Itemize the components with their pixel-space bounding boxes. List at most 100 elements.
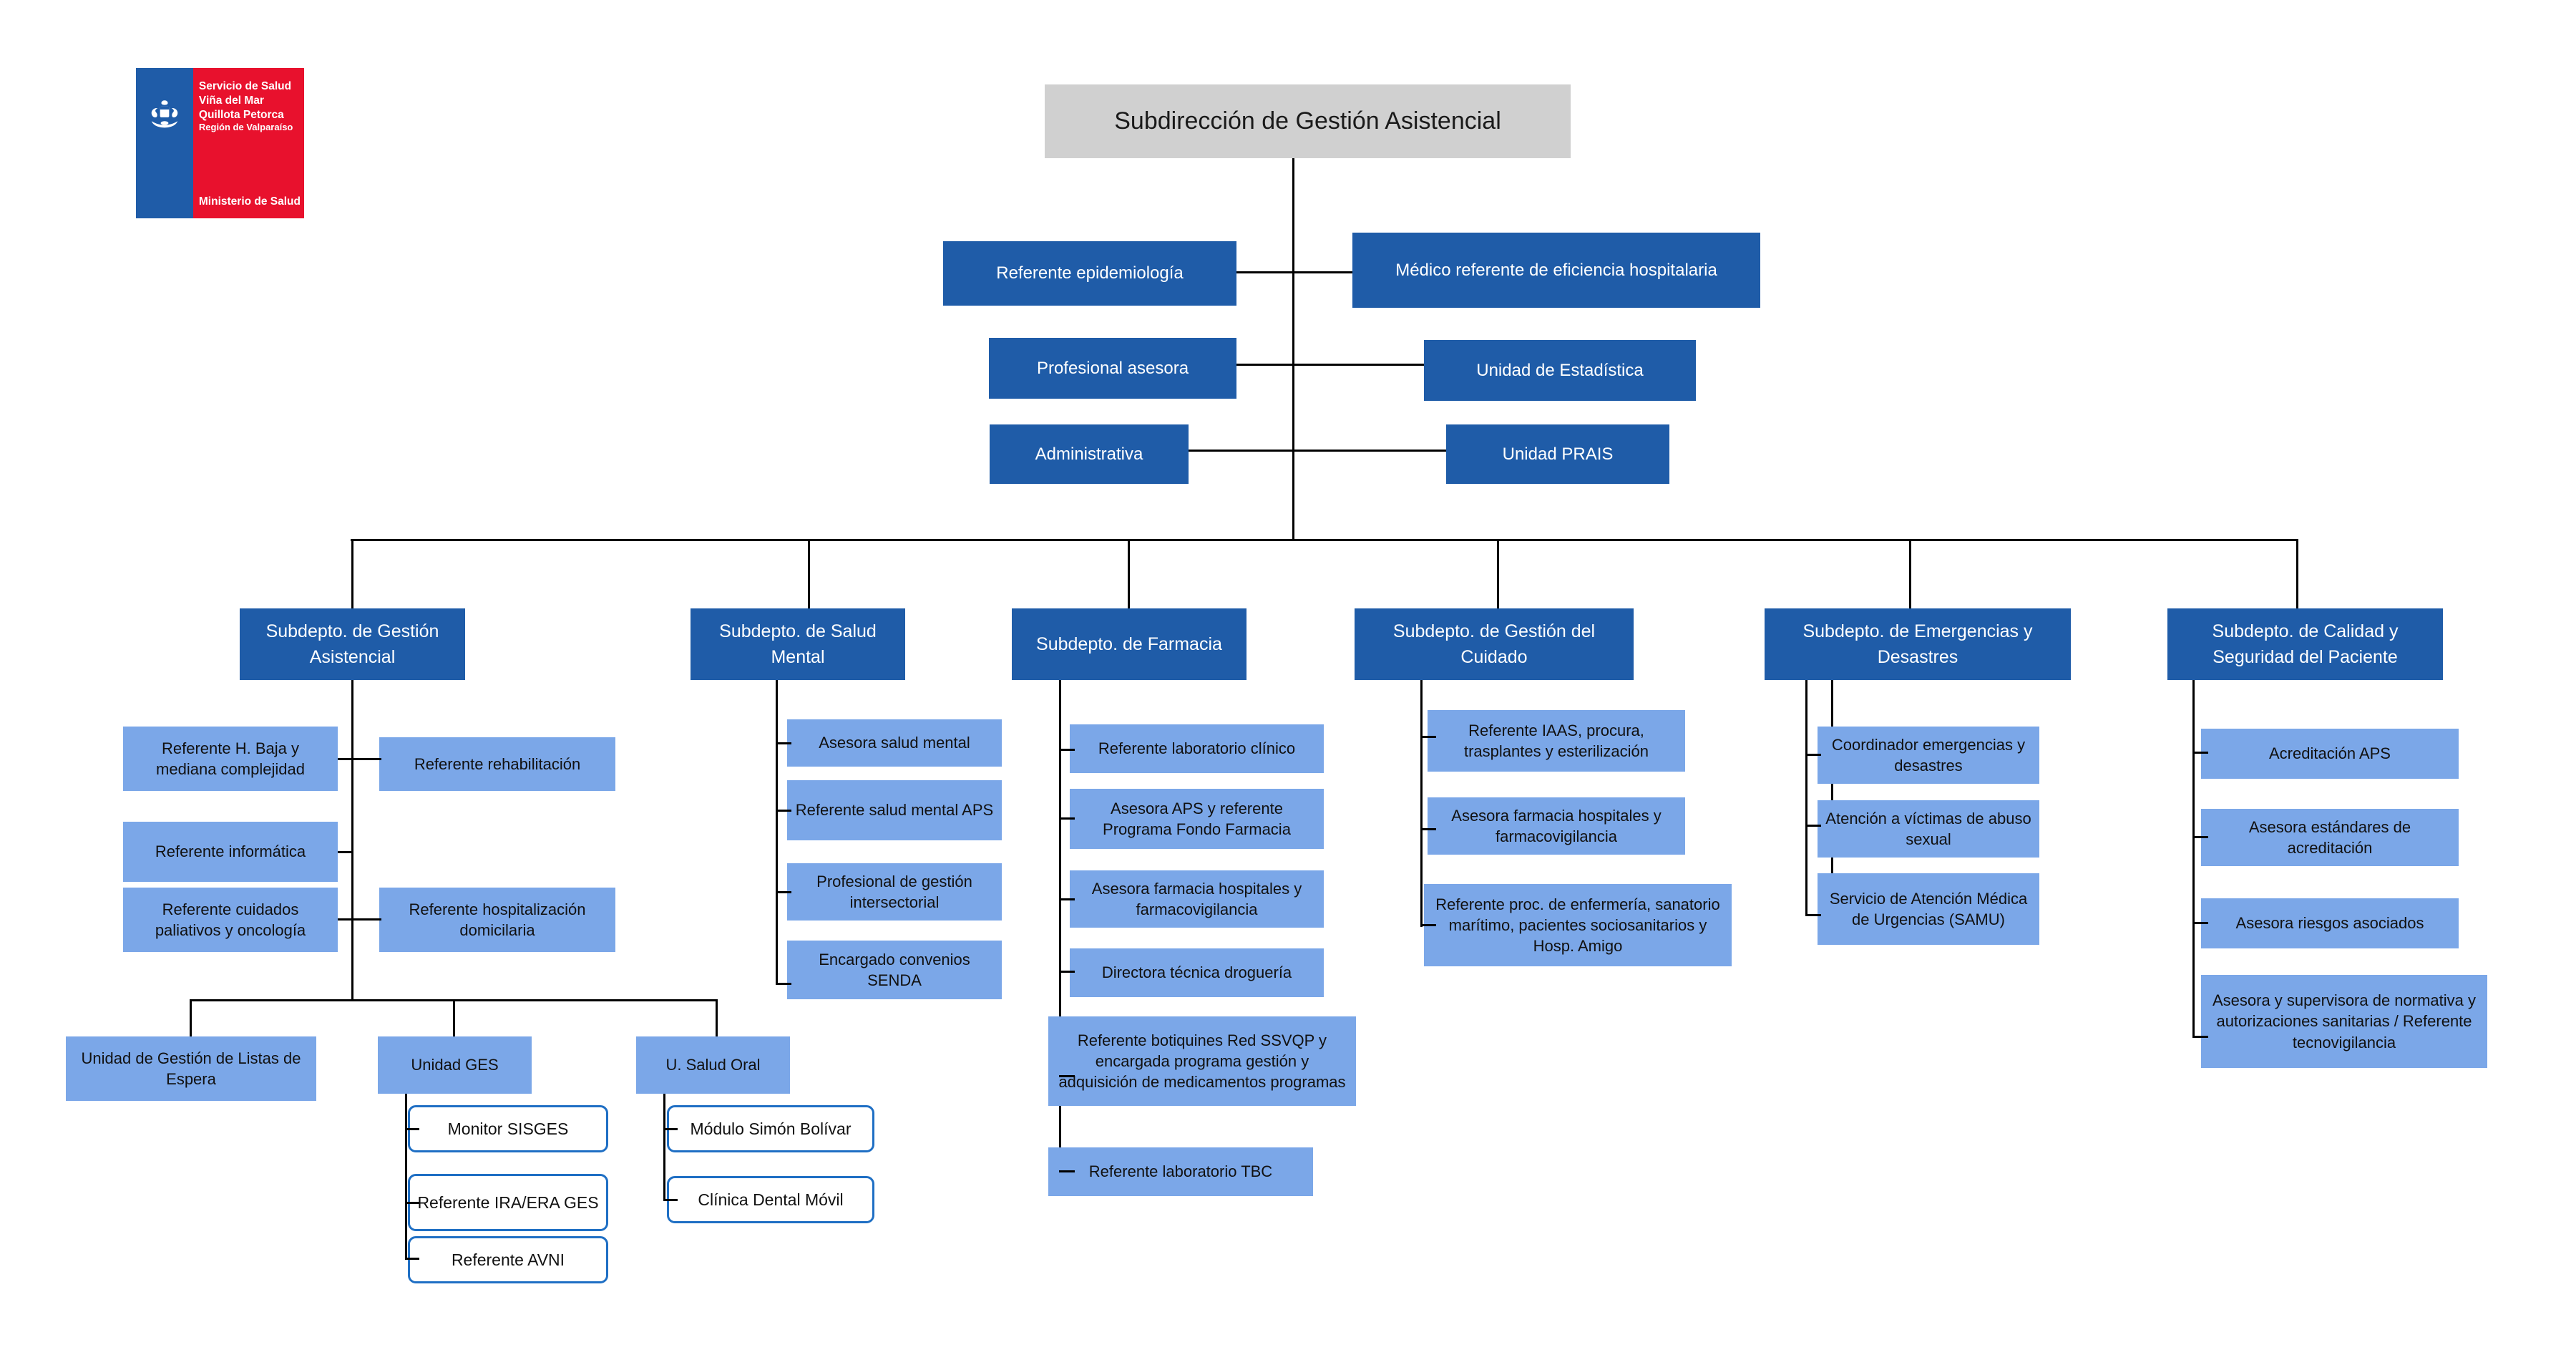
staff-node-referente-epidemiologia: Referente epidemiología [943,241,1236,306]
connector-col3-child-4 [1059,971,1075,973]
sub-node-referente-proc-enfermeria: Referente proc. de enfermería, sanatorio… [1424,884,1732,966]
logo-blue-panel [136,68,193,218]
sub-node-asesora-salud-mental: Asesora salud mental [787,719,1002,767]
connector-col1-spine [351,680,353,1000]
connector-col4-child-1 [1420,736,1436,738]
sub-node-samu: Servicio de Atención Médica de Urgencias… [1818,873,2039,945]
connector-ges-child-2 [405,1202,419,1204]
connector-col1-left-1 [338,758,353,760]
connector-col1-unit-drop-1 [190,999,192,1045]
sub-node-referente-salud-mental-aps: Referente salud mental APS [787,780,1002,840]
connector-col3-child-5 [1059,1075,1075,1077]
sub-node-asesora-aps-fondo-farmacia: Asesora APS y referente Programa Fondo F… [1070,789,1324,849]
connector-staff-row-2 [1236,364,1424,366]
sub-node-asesora-estandares-acreditacion: Asesora estándares de acreditación [2201,809,2459,866]
connector-ges-spine [405,1094,407,1259]
sub-node-encargado-convenios-senda: Encargado convenios SENDA [787,941,1002,999]
connector-col4-child-2 [1420,828,1436,830]
connector-col5-spine-left [1805,680,1807,916]
sub-node-referente-h-baja: Referente H. Baja y mediana complejidad [123,727,338,791]
connector-drop-dept-6 [2296,539,2298,608]
sub-node-directora-tecnica-drogueria: Directora técnica droguería [1070,948,1324,997]
sub-node-asesora-farmacia-hospitales-cuidado: Asesora farmacia hospitales y farmacovig… [1428,797,1685,855]
connector-saludoral-spine [663,1094,665,1200]
logo-line-2: Viña del Mar [198,94,264,107]
staff-node-administrativa: Administrativa [990,424,1189,484]
connector-col4-child-3 [1420,924,1436,926]
sub-node-referente-iaas-procura: Referente IAAS, procura, trasplantes y e… [1428,710,1685,772]
staff-node-medico-eficiencia: Médico referente de eficiencia hospitala… [1352,233,1760,308]
sub-node-asesora-farmacia-hospitales-farmacia: Asesora farmacia hospitales y farmacovig… [1070,870,1324,928]
connector-ges-child-1 [405,1128,419,1130]
connector-drop-dept-5 [1909,539,1911,608]
sub-node-referente-laboratorio-tbc: Referente laboratorio TBC [1048,1147,1313,1196]
sub-node-atencion-victimas-abuso: Atención a víctimas de abuso sexual [1818,800,2039,858]
connector-department-bus [351,539,2298,541]
unit-node-unidad-ges: Unidad GES [378,1036,532,1094]
sub-node-referente-laboratorio-clinico: Referente laboratorio clínico [1070,724,1324,773]
connector-col3-spine [1059,680,1061,1172]
leaf-node-modulo-simon-bolivar: Módulo Simón Bolívar [667,1105,874,1152]
connector-drop-dept-3 [1128,539,1130,608]
dept-header-salud-mental: Subdepto. de Salud Mental [691,608,905,680]
logo-line-1: Servicio de Salud [198,80,292,92]
connector-col4-spine [1420,680,1423,927]
connector-root-trunk [1292,158,1294,539]
connector-col2-child-2 [776,810,791,812]
sub-node-referente-cuidados-paliativos: Referente cuidados paliativos y oncologí… [123,888,338,952]
dept-header-calidad: Subdepto. de Calidad y Seguridad del Pac… [2167,608,2443,680]
connector-col2-spine [776,680,778,984]
connector-drop-dept-4 [1497,539,1499,608]
dept-header-farmacia: Subdepto. de Farmacia [1012,608,1246,680]
dept-header-gestion-asistencial: Subdepto. de Gestión Asistencial [240,608,465,680]
logo-ministry-text: Ministerio de Salud [198,195,301,208]
sub-node-coordinador-emergencias: Coordinador emergencias y desastres [1818,727,2039,784]
connector-col2-child-1 [776,742,791,744]
sub-node-referente-rehabilitacion: Referente rehabilitación [379,737,615,791]
connector-col2-child-3 [776,891,791,893]
logo-service-text: Servicio de Salud Viña del Mar Quillota … [199,79,293,134]
connector-col3-child-1 [1059,749,1075,751]
logo-line-4: Región de Valparaíso [198,122,293,133]
leaf-node-monitor-sisges: Monitor SISGES [408,1105,608,1152]
staff-node-profesional-asesora: Profesional asesora [989,338,1236,399]
connector-col1-left-3 [338,918,353,921]
connector-col6-child-3 [2192,922,2208,924]
leaf-node-clinica-dental-movil: Clínica Dental Móvil [667,1176,874,1223]
sub-node-referente-informatica: Referente informática [123,822,338,882]
sub-node-referente-hospitalizacion-domicilaria: Referente hospitalización domicilaria [379,888,615,952]
connector-col1-right-1 [351,758,381,760]
sub-node-asesora-normativa-tecnovigilancia: Asesora y supervisora de normativa y aut… [2201,975,2487,1068]
connector-col5-child-3 [1805,914,1821,916]
connector-col3-child-6 [1059,1170,1075,1172]
connector-col2-child-4 [776,983,791,985]
minsal-logo: Servicio de Salud Viña del Mar Quillota … [136,68,304,218]
leaf-node-referente-ira-era-ges: Referente IRA/ERA GES [408,1174,608,1231]
connector-col3-child-3 [1059,898,1075,900]
connector-staff-row-1 [1236,271,1352,273]
chile-coat-of-arms-icon [151,100,178,128]
sub-node-acreditacion-aps: Acreditación APS [2201,729,2459,779]
root-node-subdireccion: Subdirección de Gestión Asistencial [1045,84,1571,158]
connector-col6-child-2 [2192,836,2208,838]
leaf-node-referente-avni: Referente AVNI [408,1236,608,1283]
sub-node-referente-botiquines-ssvqp: Referente botiquines Red SSVQP y encarga… [1048,1016,1356,1106]
dept-header-emergencias: Subdepto. de Emergencias y Desastres [1765,608,2071,680]
connector-col1-right-2 [351,918,381,921]
connector-col1-left-2 [338,851,353,853]
connector-col6-child-1 [2192,752,2208,754]
connector-col5-child-1 [1805,754,1821,756]
connector-col1-unit-drop-3 [716,999,718,1045]
unit-node-u-salud-oral: U. Salud Oral [636,1036,790,1094]
connector-saludoral-child-2 [663,1199,678,1201]
connector-col5-child-2 [1805,825,1821,827]
connector-saludoral-child-1 [663,1128,678,1130]
sub-node-profesional-gestion-intersectorial: Profesional de gestión intersectorial [787,863,1002,921]
connector-drop-dept-1 [351,539,353,608]
connector-staff-row-3 [1189,450,1446,452]
connector-drop-dept-2 [808,539,810,608]
connector-col3-child-2 [1059,817,1075,820]
sub-node-asesora-riesgos-asociados: Asesora riesgos asociados [2201,898,2459,948]
connector-col1-unit-drop-2 [453,999,455,1045]
staff-node-unidad-prais: Unidad PRAIS [1446,424,1669,484]
